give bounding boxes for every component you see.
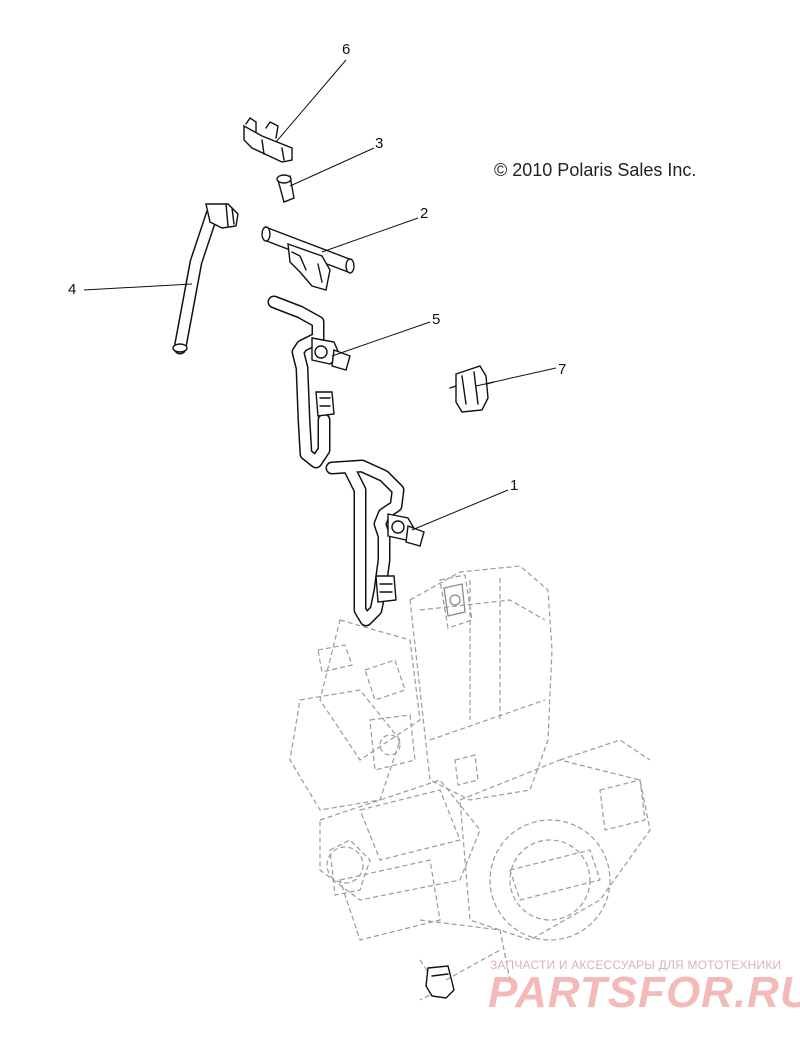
leader-lines xyxy=(83,59,557,531)
part-6-clip-bracket xyxy=(243,117,293,163)
part-5-hose-injector xyxy=(267,295,351,469)
part-3-sleeve xyxy=(276,174,295,203)
bottom-connector xyxy=(425,949,501,999)
part-2-fuel-rail xyxy=(261,226,355,291)
callout-7: 7 xyxy=(558,361,566,378)
callout-2: 2 xyxy=(420,205,428,222)
copyright-notice: © 2010 Polaris Sales Inc. xyxy=(494,160,697,180)
part-7-hose-clip xyxy=(449,365,495,413)
part-4-hose xyxy=(172,203,239,355)
watermark-brand: PARTSFOR.RU xyxy=(488,968,800,1017)
callout-3: 3 xyxy=(375,135,383,152)
watermark-tagline: ЗАПЧАСТИ И АКСЕССУАРЫ ДЛЯ МОТОТЕХНИКИ xyxy=(490,958,782,972)
callout-1: 1 xyxy=(510,477,518,494)
part-1-hose-injector xyxy=(325,459,425,627)
engine-assembly xyxy=(289,565,651,1001)
callout-4: 4 xyxy=(68,281,76,298)
callout-5: 5 xyxy=(432,311,440,328)
callout-6: 6 xyxy=(342,41,350,58)
